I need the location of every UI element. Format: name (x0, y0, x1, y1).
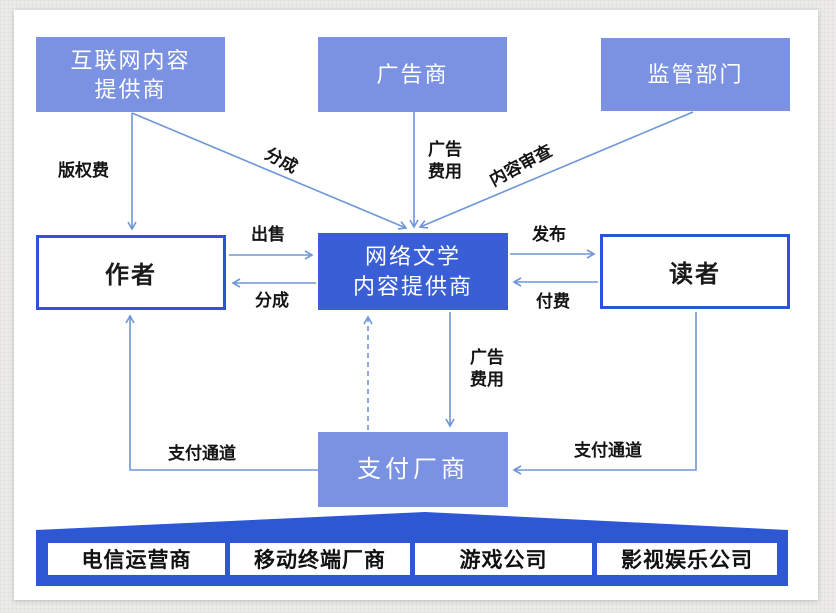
node-label: 互联网内容 (70, 47, 191, 73)
edge-label-publish: 发布 (532, 225, 566, 244)
node-label: 内容提供商 (352, 273, 473, 299)
node-payment-vendor: 支付厂商 (318, 432, 508, 507)
node-regulator: 监管部门 (601, 38, 790, 111)
node-reader: 读者 (600, 234, 790, 309)
node-label: 支付厂商 (357, 456, 469, 483)
edge-label-pay: 付费 (536, 292, 570, 311)
node-advertiser: 广告商 (318, 37, 507, 112)
node-author: 作者 (36, 235, 226, 310)
edge-label-payment-channel-right: 支付通道 (574, 441, 642, 460)
node-internet-content-provider: 互联网内容 提供商 (36, 37, 225, 112)
platform-item-telecom-operator: 电信运营商 (48, 543, 225, 575)
node-network-literature-provider: 网络文学 内容提供商 (318, 233, 508, 310)
platform-item-film-entertainment-company: 影视娱乐公司 (597, 543, 777, 575)
platform-item-game-company: 游戏公司 (415, 543, 592, 575)
node-label: 作者 (105, 262, 157, 289)
platform-item-mobile-terminal-vendor: 移动终端厂商 (230, 543, 410, 575)
node-label: 广告商 (376, 62, 449, 87)
node-label: 监管部门 (647, 62, 744, 87)
edge-label-copyright-fee: 版权费 (58, 161, 109, 180)
edge-label-sell: 出售 (251, 225, 285, 244)
node-label: 提供商 (94, 76, 167, 102)
node-label: 网络文学 (364, 243, 461, 269)
edge-label-share-mid: 分成 (255, 291, 289, 310)
node-label: 读者 (669, 261, 721, 288)
edge-label-ad-fee-lower: 广告 费用 (470, 348, 504, 389)
edge-label-ad-fee: 广告 费用 (428, 140, 462, 181)
edge-label-payment-channel-left: 支付通道 (168, 444, 236, 463)
